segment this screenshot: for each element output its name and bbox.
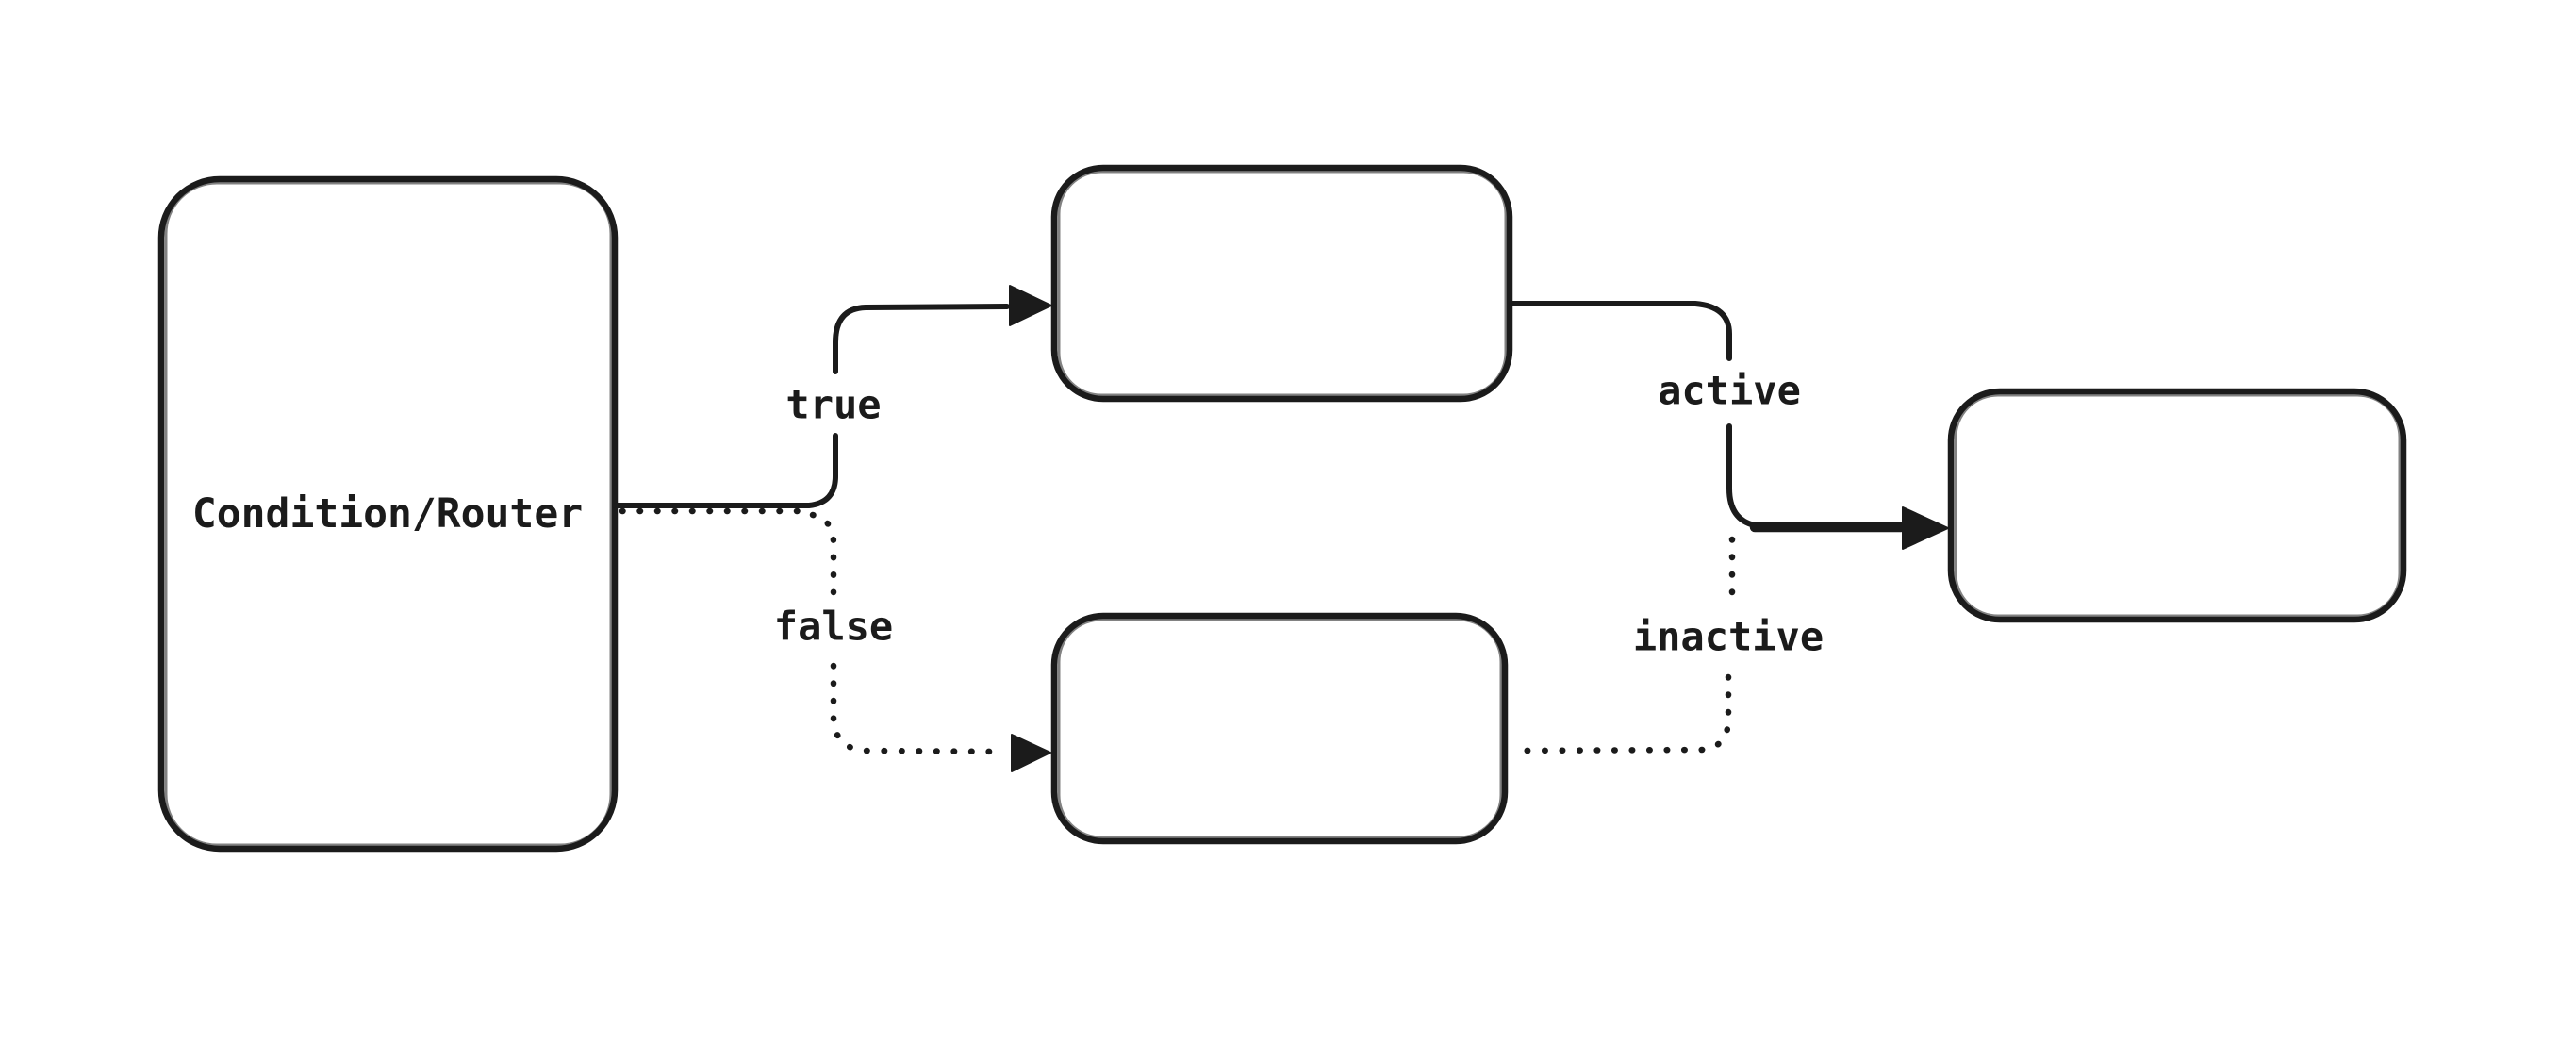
true-target-node[interactable] — [1050, 164, 1513, 403]
active-edge-arrowhead-icon — [1902, 506, 1949, 550]
true-edge-label[interactable]: true — [785, 382, 881, 428]
false-edge-label[interactable]: false — [774, 604, 893, 650]
false-edge-arrowhead-icon — [1011, 734, 1051, 772]
condition-router-label: Condition/Router — [192, 490, 583, 538]
active-edge[interactable]: active — [1509, 301, 1949, 550]
final-target-node[interactable] — [1947, 388, 2407, 623]
inactive-edge[interactable]: inactive — [1509, 536, 1824, 754]
condition-router-node[interactable]: Condition/Router — [157, 175, 619, 853]
active-edge-label[interactable]: active — [1658, 368, 1801, 414]
false-target-node-sketch-echo — [1057, 618, 1503, 839]
true-edge-arrowhead-icon — [1009, 285, 1052, 326]
condition-router-node-sketch-echo — [164, 181, 613, 847]
false-target-node[interactable] — [1050, 612, 1509, 845]
final-target-node-sketch-echo — [1954, 393, 2402, 618]
true-target-node-sketch-echo — [1057, 170, 1508, 397]
false-edge[interactable]: false — [619, 507, 1051, 772]
true-edge[interactable]: true — [612, 285, 1052, 508]
inactive-edge-label[interactable]: inactive — [1633, 614, 1824, 660]
